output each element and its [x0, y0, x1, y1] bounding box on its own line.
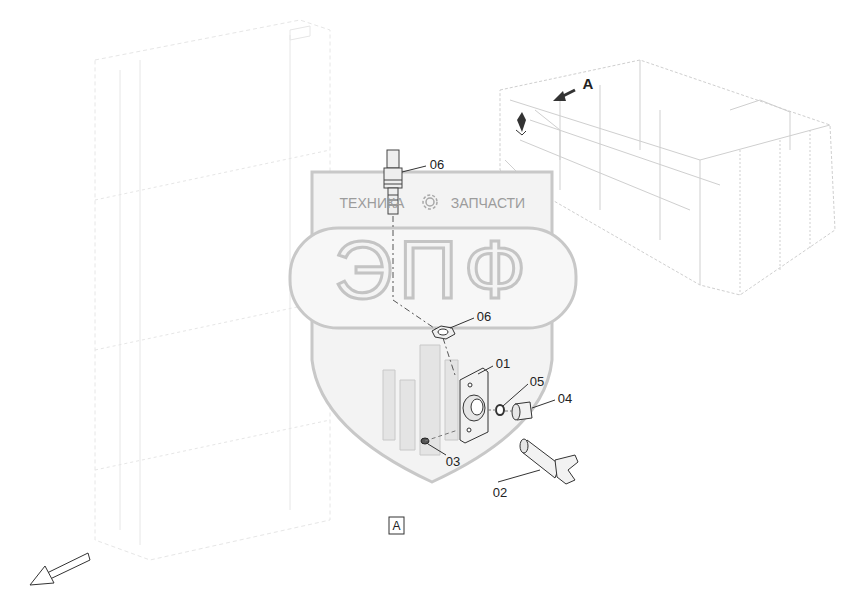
callout-number: 06 [430, 158, 444, 171]
callout-number: 03 [446, 455, 460, 468]
callout-number: 02 [493, 486, 507, 499]
watermark-logo: ЭПФ [334, 229, 532, 311]
watermark-text: ТЕХНИКА [340, 196, 405, 210]
view-label: A [583, 76, 594, 91]
watermark-text: ЗАПЧАСТИ [451, 196, 525, 210]
view-label: A [392, 520, 400, 532]
callout-number: 01 [496, 357, 510, 370]
callout-number: 06 [477, 310, 491, 323]
callout-number: 04 [558, 392, 572, 405]
callout-number: 05 [530, 375, 544, 388]
